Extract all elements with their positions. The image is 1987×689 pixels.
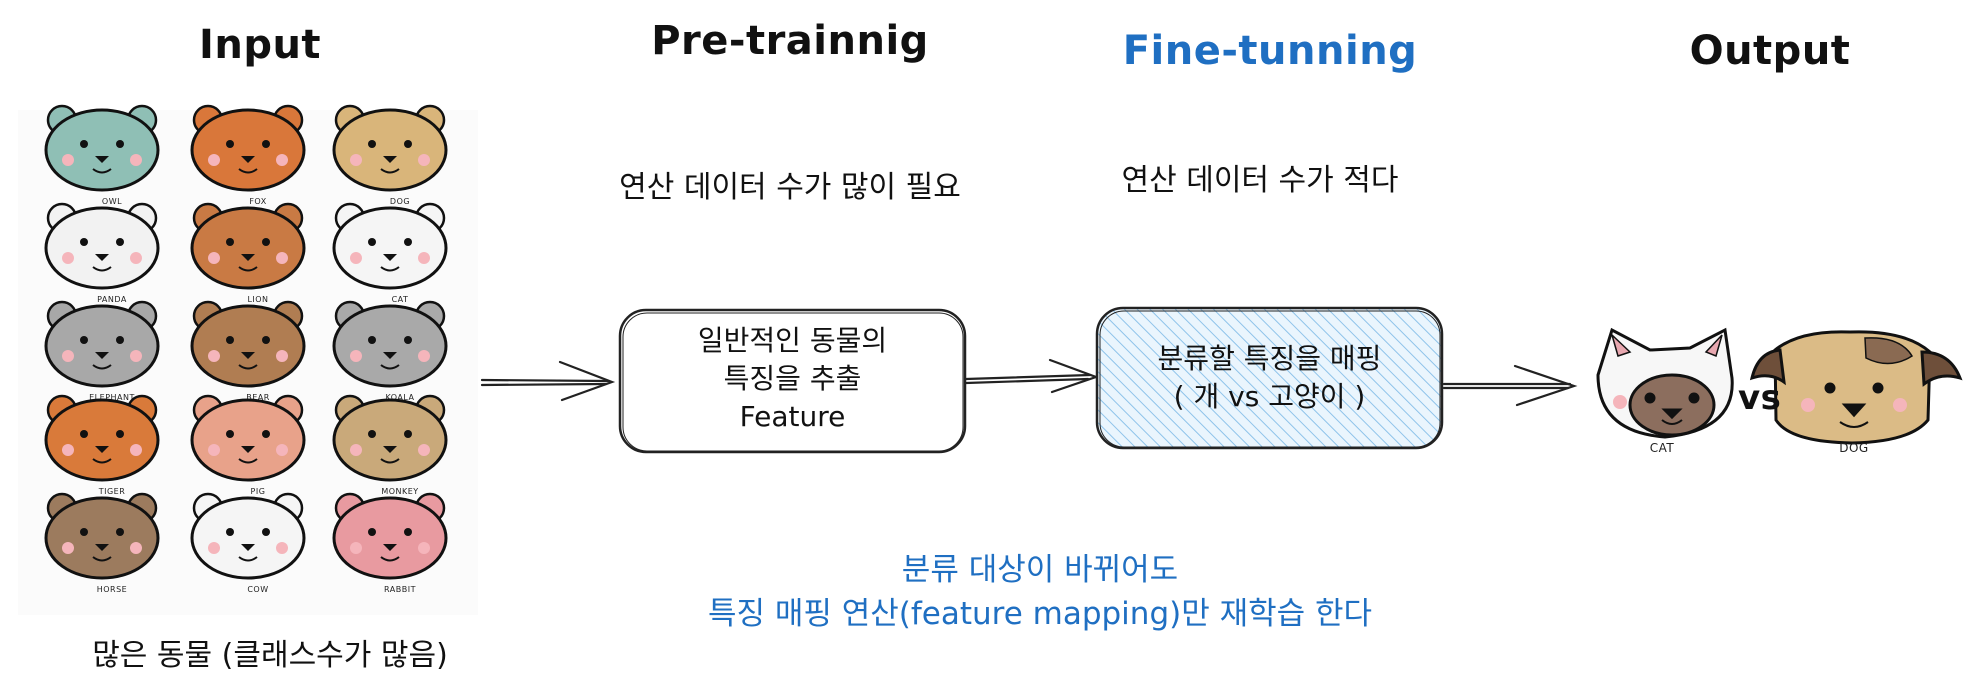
output-cat-label: CAT bbox=[1650, 441, 1675, 455]
output-dog-face bbox=[1749, 330, 1963, 445]
bottom-note-line-1: 분류 대상이 바뀌어도 bbox=[901, 552, 1179, 588]
pretrain-box-sketch bbox=[622, 312, 964, 452]
animal-label: CAT bbox=[392, 295, 409, 304]
arrow-input-to-pretrain bbox=[480, 360, 616, 402]
animal-label: ELEPHANT bbox=[89, 393, 135, 402]
output-cat-face bbox=[1596, 327, 1734, 439]
animal-grid: OWL FOX DOG PANDA LION CAT ELEPHANT BEAR KOALA TI… bbox=[44, 104, 448, 594]
animal-panda: PANDA bbox=[44, 202, 160, 304]
arrow-pretrain-to-finetune bbox=[964, 358, 1100, 394]
animal-label: KOALA bbox=[385, 393, 414, 402]
bottom-note: 분류 대상이 바뀌어도 특징 매핑 연산(feature mapping)만 재… bbox=[600, 548, 1480, 636]
animal-owl: OWL bbox=[44, 104, 160, 206]
animal-dog: DOG bbox=[332, 104, 448, 206]
animal-label: OWL bbox=[102, 197, 122, 206]
pretrain-box-text: 일반적인 동물의 특징을 추출 Feature bbox=[620, 322, 965, 436]
output-dog-label: DOG bbox=[1839, 441, 1868, 455]
finetune-box-sketch bbox=[1099, 310, 1441, 448]
animal-cow: COW bbox=[190, 492, 306, 594]
animal-fox: FOX bbox=[190, 104, 306, 206]
bottom-note-line-2: 특징 매핑 연산(feature mapping)만 재학습 한다 bbox=[707, 596, 1373, 632]
animal-label: LION bbox=[247, 295, 268, 304]
animal-cat: CAT bbox=[332, 202, 448, 304]
pretrain-line-2: 특징을 추출 bbox=[723, 362, 862, 395]
animal-monkey: MONKEY bbox=[332, 394, 448, 496]
animal-label: MONKEY bbox=[381, 487, 418, 496]
finetune-box bbox=[1095, 306, 1444, 450]
animal-label: DOG bbox=[390, 197, 410, 206]
pretrain-box bbox=[618, 308, 967, 454]
finetune-line-1: 분류할 특징을 매핑 bbox=[1157, 342, 1382, 375]
animal-label: BEAR bbox=[246, 393, 270, 402]
animal-label: PIG bbox=[251, 487, 266, 496]
animal-label: FOX bbox=[249, 197, 266, 206]
finetune-line-2: ( 개 vs 고양이 ) bbox=[1173, 380, 1366, 413]
title-input: Input bbox=[198, 22, 322, 68]
pretrain-line-3: Feature bbox=[739, 400, 846, 433]
output-vs: vs bbox=[1738, 378, 1782, 418]
animal-label: COW bbox=[247, 585, 268, 594]
animal-rabbit: RABBIT bbox=[332, 492, 448, 594]
animal-elephant: ELEPHANT bbox=[44, 300, 160, 402]
arrow-finetune-to-output bbox=[1442, 364, 1578, 407]
animal-bear: BEAR bbox=[190, 300, 306, 402]
finetune-note: 연산 데이터 수가 적다 bbox=[1121, 163, 1399, 198]
animal-tiger: TIGER bbox=[44, 394, 160, 496]
animal-label: TIGER bbox=[98, 487, 126, 496]
title-pretrain: Pre-trainnig bbox=[651, 18, 929, 64]
animal-label: RABBIT bbox=[384, 585, 416, 594]
title-output: Output bbox=[1689, 28, 1851, 74]
input-caption: 많은 동물 (클래스수가 많음) bbox=[92, 638, 448, 673]
title-finetune: Fine-tunning bbox=[1122, 28, 1418, 74]
animal-koala: KOALA bbox=[332, 300, 448, 402]
animal-lion: LION bbox=[190, 202, 306, 304]
animal-horse: HORSE bbox=[44, 492, 160, 594]
finetune-box-text: 분류할 특징을 매핑 ( 개 vs 고양이 ) bbox=[1097, 340, 1442, 416]
pretrain-line-1: 일반적인 동물의 bbox=[697, 324, 888, 357]
pretrain-note: 연산 데이터 수가 많이 필요 bbox=[619, 170, 961, 205]
animal-label: PANDA bbox=[97, 295, 127, 304]
animal-label: HORSE bbox=[97, 585, 128, 594]
animal-pig: PIG bbox=[190, 394, 306, 496]
